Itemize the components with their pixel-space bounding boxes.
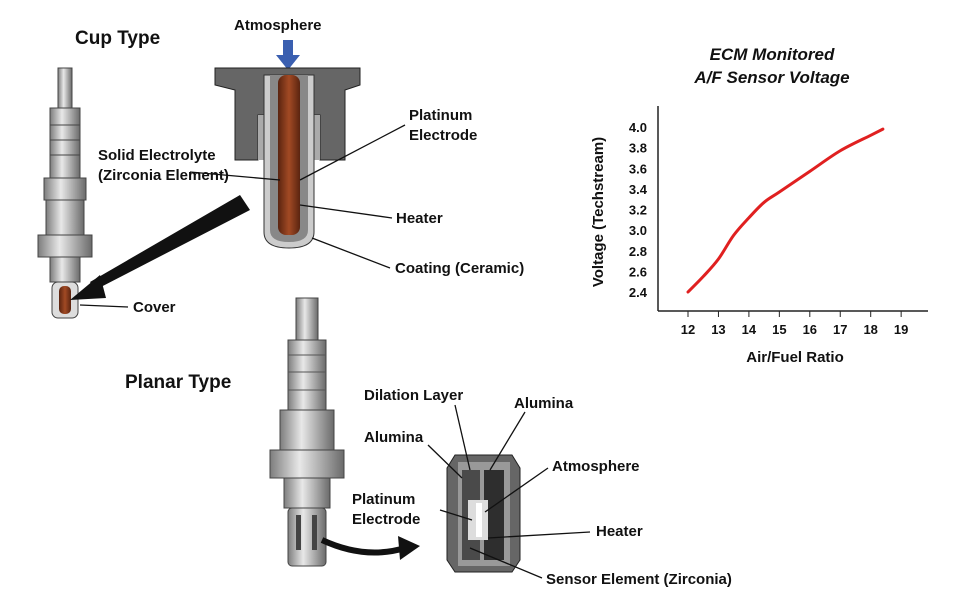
coating-label: Coating (Ceramic) <box>395 260 524 277</box>
y-tick-label: 3.8 <box>629 141 647 156</box>
cup-cross-section <box>214 67 361 249</box>
x-tick-label: 18 <box>863 322 877 337</box>
x-axis-label: Air/Fuel Ratio <box>746 349 844 366</box>
x-tick-label: 12 <box>681 322 695 337</box>
platinum-electrode-label-line2: Electrode <box>409 127 477 144</box>
heater-label: Heater <box>396 210 443 227</box>
y-tick-label: 2.8 <box>629 244 647 259</box>
alumina-left-label: Alumina <box>364 429 424 446</box>
x-tick-label: 16 <box>803 322 817 337</box>
x-tick-label: 14 <box>742 322 757 337</box>
leader-lines <box>79 124 406 308</box>
planar-sensor-illustration <box>269 297 345 567</box>
planar-leader-lines <box>427 404 591 579</box>
voltage-chart: Voltage (Techstream) Air/Fuel Ratio 12 13… <box>590 106 928 366</box>
y-tick-label: 4.0 <box>629 120 647 135</box>
y-tick-label: 3.4 <box>629 182 648 197</box>
solid-electrolyte-label-line2: (Zirconia Element) <box>98 167 229 184</box>
atmosphere-planar-label: Atmosphere <box>552 458 640 475</box>
chart-title-line2: A/F Sensor Voltage <box>693 68 849 87</box>
x-tick-label: 13 <box>711 322 725 337</box>
alumina-right-label: Alumina <box>514 395 574 412</box>
dilation-layer-label: Dilation Layer <box>364 387 463 404</box>
atmosphere-label: Atmosphere <box>234 17 322 34</box>
sensor-element-label: Sensor Element (Zirconia) <box>546 571 732 588</box>
y-tick-label: 2.4 <box>629 285 648 300</box>
x-tick-label: 19 <box>894 322 908 337</box>
x-tick-label: 17 <box>833 322 847 337</box>
y-tick-label: 3.6 <box>629 161 647 176</box>
curved-arrow-icon <box>320 537 406 556</box>
solid-electrolyte-label-line1: Solid Electrolyte <box>98 147 216 164</box>
y-tick-label: 3.0 <box>629 223 647 238</box>
y-axis-label: Voltage (Techstream) <box>590 137 607 287</box>
x-tick-label: 15 <box>772 322 786 337</box>
voltage-curve <box>686 127 885 294</box>
platinum-electrode-planar-line1: Platinum <box>352 491 415 508</box>
y-tick-label: 3.2 <box>629 203 647 218</box>
planar-element-cross-section <box>446 454 521 573</box>
platinum-electrode-planar-line2: Electrode <box>352 511 420 528</box>
chart-title-line1: ECM Monitored <box>710 45 835 64</box>
heater-planar-label: Heater <box>596 523 643 540</box>
planar-type-title: Planar Type <box>125 372 231 393</box>
cup-sensor-illustration <box>37 67 93 319</box>
y-tick-label: 2.6 <box>629 264 647 279</box>
cup-type-title: Cup Type <box>75 28 160 49</box>
pointer-arrow-icon <box>70 195 250 300</box>
cover-label: Cover <box>133 299 176 316</box>
platinum-electrode-label-line1: Platinum <box>409 107 472 124</box>
blue-arrow-icon <box>276 40 300 70</box>
